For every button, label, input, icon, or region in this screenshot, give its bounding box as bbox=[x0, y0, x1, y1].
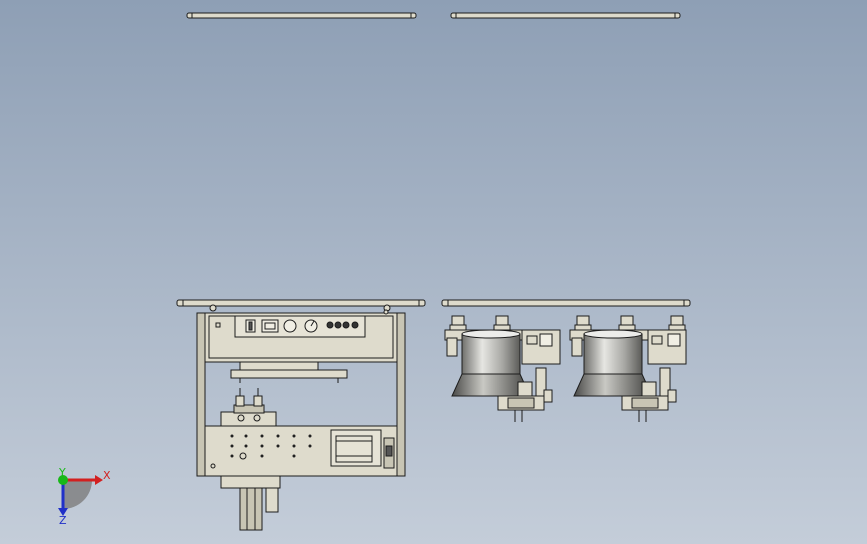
top-plate-right[interactable] bbox=[450, 12, 681, 19]
bowl-base[interactable] bbox=[573, 373, 653, 397]
connector-icon bbox=[326, 321, 334, 329]
model-assembly[interactable] bbox=[176, 12, 691, 531]
x-axis-arrowhead bbox=[95, 475, 103, 485]
sensor-mount[interactable] bbox=[220, 388, 277, 427]
lower-panel[interactable] bbox=[204, 425, 398, 477]
bowl-feeder-unit-2[interactable] bbox=[569, 315, 687, 422]
base-plate-left[interactable] bbox=[176, 299, 426, 307]
triad-shade bbox=[63, 480, 92, 509]
bowl-feeder-unit-1[interactable] bbox=[444, 315, 561, 422]
z-axis-arrowhead bbox=[58, 508, 68, 516]
triad-label-z: Z bbox=[59, 514, 67, 527]
bowl-drum[interactable] bbox=[583, 333, 643, 375]
base-plate-right[interactable] bbox=[441, 299, 691, 307]
indicator-light-icon bbox=[283, 319, 297, 333]
connector-icon bbox=[351, 321, 359, 329]
bowl-drum[interactable] bbox=[461, 333, 521, 375]
triad-label-y: Y bbox=[58, 466, 66, 479]
y-axis-dot bbox=[58, 475, 68, 485]
connector-icon bbox=[334, 321, 342, 329]
top-plate-left[interactable] bbox=[186, 12, 417, 19]
control-panel[interactable] bbox=[204, 309, 398, 363]
triad-label-x: X bbox=[103, 469, 111, 482]
cylinder-actuator[interactable] bbox=[220, 475, 281, 531]
connector-icon bbox=[342, 321, 350, 329]
orientation-triad[interactable]: X Y Z bbox=[58, 466, 111, 527]
feeder-bracket[interactable] bbox=[230, 361, 348, 383]
power-socket-icon[interactable] bbox=[261, 319, 279, 333]
